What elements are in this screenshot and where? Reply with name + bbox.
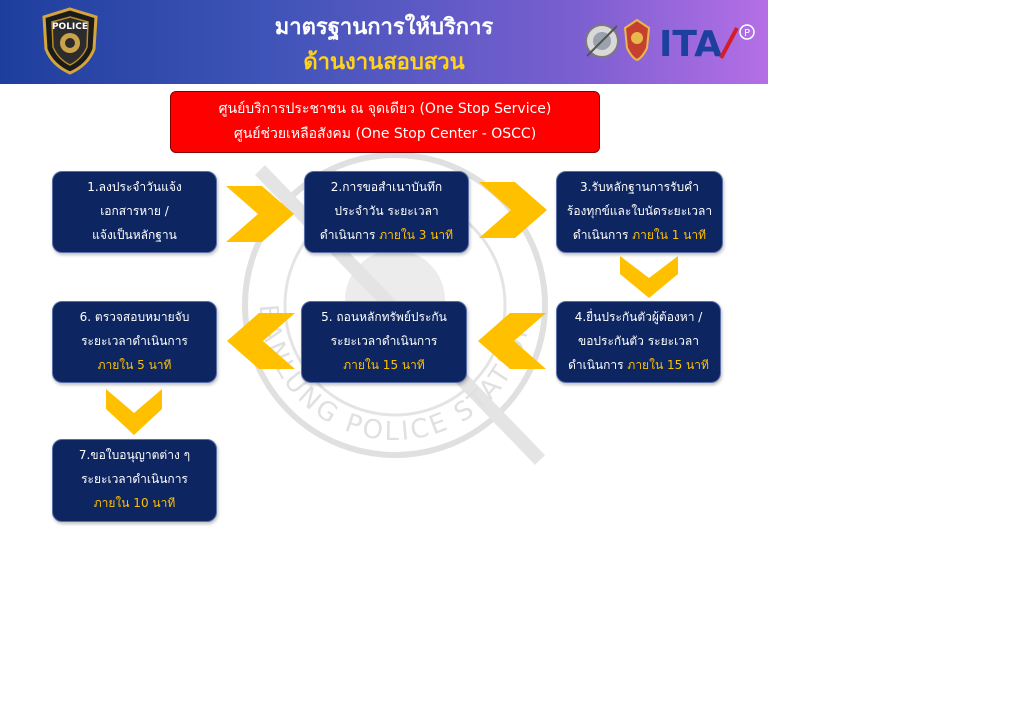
- header-banner: POLICE มาตรฐานการให้บริการ ด้านงานสอบสวน…: [0, 0, 768, 84]
- arrow-right-2-icon: [479, 182, 547, 238]
- arrow-left-2-icon: [227, 313, 295, 369]
- step-2-line-2: ประจำวัน ระยะเวลา: [334, 204, 439, 218]
- step-5-box: 5. ถอนหลักทรัพย์ประกัน ระยะเวลาดำเนินการ…: [301, 301, 467, 383]
- step-5-line-3: ภายใน 15 นาที: [302, 353, 466, 377]
- page-title: มาตรฐานการให้บริการ: [274, 15, 494, 40]
- arrow-right-1-icon: [226, 186, 294, 242]
- service-line-2: ศูนย์ช่วยเหลือสังคม (One Stop Center - O…: [233, 126, 537, 142]
- step-1-line-3: แจ้งเป็นหลักฐาน: [92, 228, 177, 242]
- step-3-duration: ภายใน 1 นาที: [632, 228, 707, 242]
- ita-mark-text: P: [744, 28, 750, 39]
- step-3-line-1: 3.รับหลักฐานการรับคำ: [580, 180, 699, 194]
- step-4-duration: ภายใน 15 นาที: [627, 358, 709, 372]
- step-2-line-1: 2.การขอสำเนาบันทึก: [330, 180, 443, 194]
- step-2-prefix: ดำเนินการ: [319, 228, 380, 242]
- step-3-prefix: ดำเนินการ: [572, 228, 633, 242]
- step-3-box: 3.รับหลักฐานการรับคำ ร้องทุกข์และใบนัดระ…: [556, 171, 723, 253]
- arrow-down-1-icon: [620, 256, 678, 298]
- step-7-line-3: ภายใน 10 นาที: [53, 491, 216, 515]
- step-2-box: 2.การขอสำเนาบันทึก ประจำวัน ระยะเวลา ดำเ…: [304, 171, 469, 253]
- step-6-box: 6. ตรวจสอบหมายจับ ระยะเวลาดำเนินการ ภายใ…: [52, 301, 217, 383]
- step-4-prefix: ดำเนินการ: [568, 358, 628, 372]
- royal-emblem-icon: [585, 24, 619, 58]
- step-7-duration: ภายใน 10 นาที: [93, 496, 176, 510]
- step-4-line-3: ดำเนินการ ภายใน 15 นาที: [557, 353, 720, 377]
- step-7-line-2: ระยะเวลาดำเนินการ: [81, 472, 188, 486]
- police-crest-icon: [623, 18, 651, 62]
- step-5-line-2: ระยะเวลาดำเนินการ: [330, 334, 438, 348]
- ita-logo: ITA P: [659, 24, 755, 64]
- step-4-line-1: 4.ยื่นประกันตัวผู้ต้องหา /: [574, 310, 703, 324]
- step-7-line-1: 7.ขอใบอนุญาตต่าง ๆ: [78, 448, 191, 462]
- police-badge-icon: POLICE: [42, 7, 98, 75]
- step-4-box: 4.ยื่นประกันตัวผู้ต้องหา / ขอประกันตัว ร…: [556, 301, 721, 383]
- step-3-line-2: ร้องทุกข์และใบนัดระยะเวลา: [566, 204, 713, 218]
- page-subtitle: ด้านงานสอบสวน: [303, 50, 465, 75]
- step-4-line-2: ขอประกันตัว ระยะเวลา: [577, 334, 700, 348]
- step-7-box: 7.ขอใบอนุญาตต่าง ๆ ระยะเวลาดำเนินการ ภาย…: [52, 439, 217, 522]
- service-line-1: ศูนย์บริการประชาชน ณ จุดเดียว (One Stop …: [218, 101, 552, 117]
- step-2-line-3: ดำเนินการ ภายใน 3 นาที: [305, 223, 468, 247]
- step-1-line-2: เอกสารหาย /: [100, 204, 169, 218]
- step-6-duration: ภายใน 5 นาที: [97, 358, 172, 372]
- ita-logo-text: ITA: [659, 24, 722, 64]
- arrow-left-1-icon: [478, 313, 546, 369]
- badge-text: POLICE: [52, 22, 88, 32]
- one-stop-service-box: ศูนย์บริการประชาชน ณ จุดเดียว (One Stop …: [170, 91, 600, 153]
- step-5-line-1: 5. ถอนหลักทรัพย์ประกัน: [321, 310, 447, 324]
- step-3-line-3: ดำเนินการ ภายใน 1 นาที: [557, 223, 722, 247]
- step-6-line-2: ระยะเวลาดำเนินการ: [81, 334, 188, 348]
- step-2-duration: ภายใน 3 นาที: [379, 228, 454, 242]
- step-1-box: 1.ลงประจำวันแจ้ง เอกสารหาย / แจ้งเป็นหลั…: [52, 171, 217, 253]
- step-1-line-1: 1.ลงประจำวันแจ้ง: [87, 180, 182, 194]
- step-6-line-1: 6. ตรวจสอบหมายจับ: [79, 310, 190, 324]
- step-6-line-3: ภายใน 5 นาที: [53, 353, 216, 377]
- arrow-down-2-icon: [106, 389, 162, 435]
- step-5-duration: ภายใน 15 นาที: [343, 358, 425, 372]
